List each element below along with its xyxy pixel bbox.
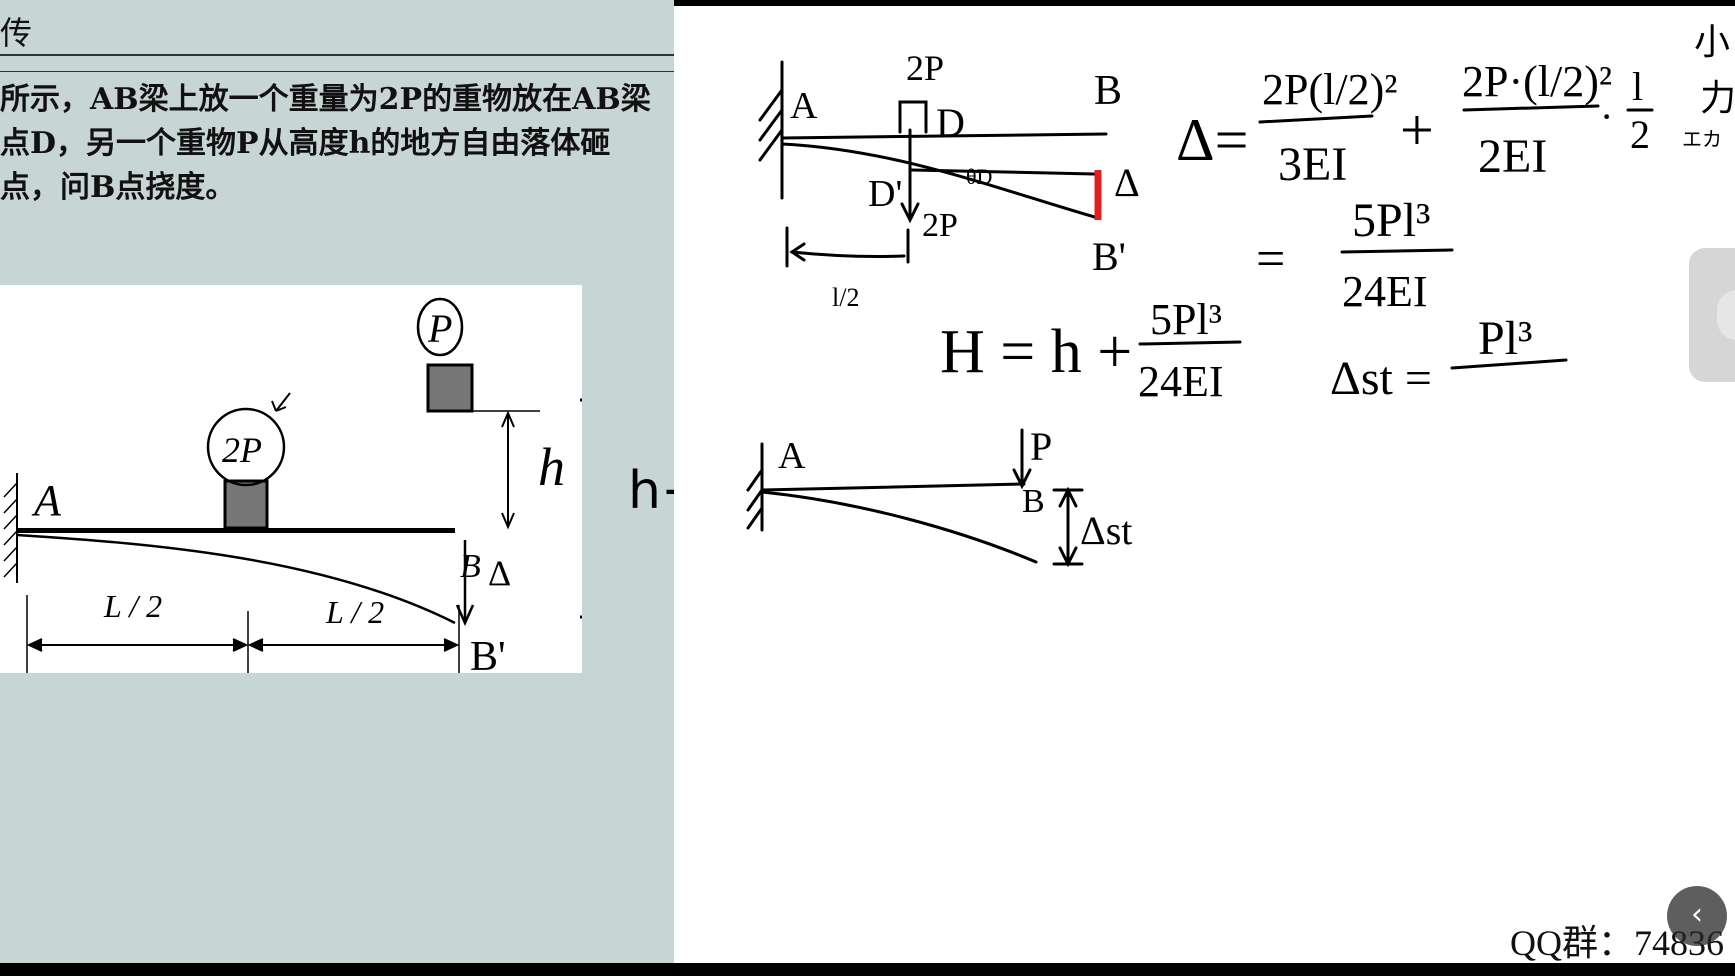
frac1-den: 3EI [1278, 138, 1347, 191]
label-a: A [31, 476, 62, 525]
label-delta: Δ [488, 553, 511, 593]
label-l2-left: L / 2 [103, 588, 162, 624]
title-rule-thin [0, 71, 674, 72]
label-2p: 2P [222, 430, 262, 470]
circle-p [416, 297, 464, 357]
sketch1-label-bprime: B' [1092, 234, 1126, 279]
label-p: P [427, 306, 452, 351]
problem-line-1: 所示，AB梁上放一个重量为2P的重物放在AB梁 [0, 82, 651, 117]
frac3-num: l [1632, 64, 1643, 109]
beam [17, 528, 455, 533]
frach-num: 5Pl³ [1150, 295, 1222, 344]
circle-2p [206, 407, 286, 487]
sketch1-label-b: B [1094, 68, 1122, 114]
wall-hatch [3, 482, 18, 578]
weight-block-2p [223, 479, 269, 530]
sketch1-beam [780, 132, 1108, 140]
sketch1-label-delta: Δ [1114, 160, 1140, 205]
frac4-den: 24EI [1342, 267, 1428, 316]
back-button[interactable]: ‹ [1667, 886, 1727, 946]
frac2-den: 2EI [1478, 130, 1547, 183]
dot-sign: · [1600, 94, 1613, 139]
label-b: B [460, 548, 481, 585]
frac3-den: 2 [1630, 112, 1650, 157]
side-drawer-knob [1717, 290, 1735, 340]
sketch2-deflected [760, 490, 1038, 564]
beam-figure: A 2P P h [0, 285, 632, 680]
frac2-bar [1462, 104, 1600, 112]
frac1-bar [1258, 114, 1374, 124]
sketch2-label-dst: Δst [1080, 508, 1132, 553]
sketch2-label-p: P [1030, 424, 1052, 469]
label-bprime: B' [470, 634, 506, 673]
problem-text: 所示，AB梁上放一个重量为2P的重物放在AB梁 点D，另一个重物P从高度h的地方… [0, 78, 720, 210]
label-l2-right: L / 2 [325, 594, 384, 630]
fracDst-bar [1450, 358, 1568, 370]
beam-diagram: A 2P P h [3, 297, 632, 680]
slide-panel: 传 所示，AB梁上放一个重量为2P的重物放在AB梁 点D，另一个重物P从高度h的… [0, 0, 674, 963]
section-title: 传 [0, 14, 33, 52]
title-rule [0, 54, 674, 56]
chevron-left-icon: ‹ [1691, 897, 1703, 932]
pointer-arrow [271, 392, 291, 412]
frach-den: 24EI [1138, 357, 1224, 406]
problem-line-3: 点，问B点挠度。 [0, 170, 236, 205]
fracdst-num: Pl³ [1478, 312, 1532, 365]
fracH-bar [1138, 340, 1242, 346]
deflected-curve [16, 533, 456, 625]
sketch1-deflected [780, 142, 1100, 220]
whiteboard-ink: A 2P D B Δ D' 2P θD B' l/2 Δ= 2P(l/2)² 3… [746, 22, 1735, 568]
cut-text-1: 小 [1694, 22, 1730, 62]
frac2-num: 2P·(l/2)² [1462, 57, 1612, 106]
sketch2-label-a: A [778, 435, 806, 477]
frac4-num: 5Pl³ [1352, 194, 1430, 247]
weight-block-p [426, 363, 474, 413]
sketch1-block [898, 100, 928, 134]
h-arrowheads [501, 410, 515, 530]
sketch1-label-half-l: l/2 [832, 283, 859, 312]
dst-eq-lhs: Δst = [1330, 352, 1432, 405]
sketch2-beam [760, 482, 1026, 492]
cut-text-3: エカ [1682, 129, 1722, 151]
top-bar [0, 0, 1735, 6]
bottom-bar [0, 963, 1735, 976]
sketch1-label-d: D [936, 100, 965, 145]
h-eq-lhs: H = h + [940, 318, 1132, 386]
frac4-bar [1340, 248, 1454, 254]
sketch1-dim-l2 [790, 250, 906, 258]
sketch1-label-2p-top: 2P [906, 48, 944, 88]
label-h: h [538, 437, 565, 497]
problem-line-2: 点D，另一个重物P从高度h的地方自由落体砸 [0, 126, 611, 161]
frac1-num: 2P(l/2)² [1262, 65, 1397, 114]
plus-sign: + [1400, 97, 1434, 163]
sketch1-label-dprime: D' [868, 173, 902, 215]
sketch1-label-a: A [790, 85, 818, 127]
whiteboard [674, 6, 1735, 963]
sketch1-label-2p-bottom: 2P [922, 207, 958, 244]
sketch1-label-theta: θD [966, 164, 992, 189]
sketch2-label-b: B [1022, 483, 1045, 520]
cut-text-2: 力 [1700, 78, 1735, 118]
equals-sign: = [1256, 231, 1285, 288]
delta-eq-lhs: Δ= [1176, 107, 1248, 173]
